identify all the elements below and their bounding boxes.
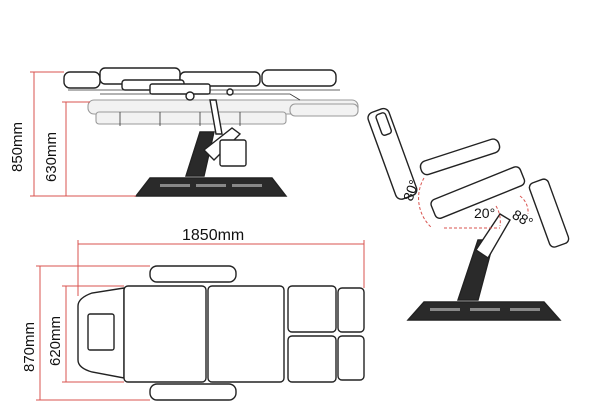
side-view-column	[185, 99, 247, 177]
leg-section-lower-left	[287, 335, 337, 383]
side-view-dimension-lines	[30, 71, 136, 197]
tilted-seat	[430, 166, 526, 219]
side-view-raised-top	[63, 67, 340, 101]
tilted-armrest	[419, 138, 501, 176]
tilted-backrest	[367, 107, 418, 200]
side-view-base	[134, 177, 288, 197]
leg-section-upper-left	[287, 285, 337, 333]
face-hole	[87, 313, 115, 351]
tilted-view: 80° 20° 88°	[367, 107, 570, 321]
label-seat-height: 630mm	[43, 132, 60, 182]
leg-section-upper-right	[337, 287, 365, 333]
label-angle-leg: 88°	[510, 206, 536, 230]
label-total-length: 1850mm	[182, 227, 244, 244]
label-total-width: 870mm	[21, 322, 38, 372]
label-angle-seat: 20°	[474, 205, 495, 221]
side-view-lowered-ghost	[87, 99, 359, 126]
back-section	[123, 285, 207, 383]
armrest-bottom	[149, 383, 237, 401]
leg-section-lower-right	[337, 335, 365, 381]
top-view: 1850mm 870mm 620mm	[21, 227, 365, 401]
label-seat-width: 620mm	[47, 316, 64, 366]
label-angle-backrest: 80°	[400, 178, 422, 203]
label-total-height: 850mm	[9, 122, 26, 172]
seat-section	[207, 285, 285, 383]
armrest-top	[149, 265, 237, 283]
top-view-dimension-lines	[36, 240, 365, 401]
tilted-legrest	[528, 178, 570, 248]
side-view: 850mm 630mm	[9, 67, 359, 197]
